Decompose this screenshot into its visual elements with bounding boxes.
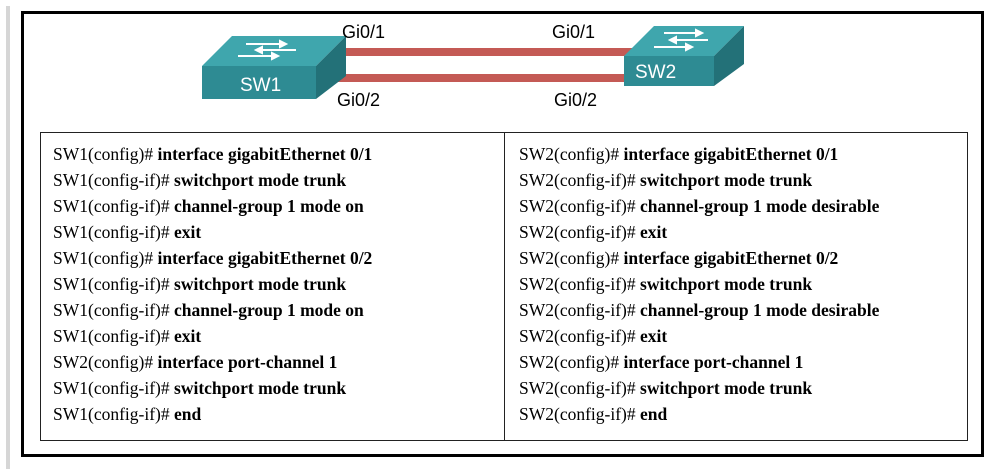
- cli-command: switchport mode trunk: [640, 170, 813, 190]
- sw1-config-line: SW2(config)# interface port-channel 1: [53, 349, 504, 375]
- topology-drawing: SW1 SW2: [202, 26, 744, 99]
- cli-command: exit: [640, 222, 668, 242]
- link-gi02: [332, 74, 642, 82]
- sw1-config-line: SW1(config-if)# exit: [53, 323, 504, 349]
- cli-prompt: SW1(config)#: [53, 144, 158, 164]
- cli-command: interface gigabitEthernet 0/1: [623, 144, 839, 164]
- sw1-config-line: SW1(config-if)# end: [53, 401, 504, 427]
- cli-command: switchport mode trunk: [174, 378, 347, 398]
- sw1-port-gi02: Gi0/2: [337, 90, 381, 110]
- cli-command: channel-group 1 mode on: [174, 300, 364, 320]
- sw1-config-line: SW1(config)# interface gigabitEthernet 0…: [53, 141, 504, 167]
- switch-sw1[interactable]: SW1: [202, 36, 346, 99]
- sw1-port-gi01: Gi0/1: [342, 22, 386, 42]
- sw2-config-column: SW2(config)# interface gigabitEthernet 0…: [504, 133, 967, 440]
- cli-prompt: SW2(config)#: [53, 352, 158, 372]
- sw2-config-line: SW2(config-if)# exit: [519, 219, 967, 245]
- cli-prompt: SW1(config-if)#: [53, 274, 175, 294]
- sw1-config-line: SW1(config-if)# channel-group 1 mode on: [53, 193, 504, 219]
- cli-command: interface gigabitEthernet 0/1: [157, 144, 373, 164]
- cli-command: interface gigabitEthernet 0/2: [623, 248, 839, 268]
- sw2-config-line: SW2(config)# interface gigabitEthernet 0…: [519, 141, 967, 167]
- sw2-config-line: SW2(config-if)# exit: [519, 323, 967, 349]
- cli-prompt: SW2(config-if)#: [519, 378, 641, 398]
- cli-prompt: SW2(config-if)#: [519, 300, 641, 320]
- sw2-side-face: [714, 26, 744, 86]
- cli-prompt: SW1(config-if)#: [53, 300, 175, 320]
- cli-prompt: SW2(config-if)#: [519, 274, 641, 294]
- sw1-config-line: SW1(config-if)# switchport mode trunk: [53, 271, 504, 297]
- cli-prompt: SW1(config-if)#: [53, 222, 175, 242]
- cli-command: exit: [174, 222, 202, 242]
- sw2-config-line: SW2(config-if)# end: [519, 401, 967, 427]
- sw2-port-gi01: Gi0/1: [552, 22, 596, 42]
- sw1-config-line: SW1(config)# interface gigabitEthernet 0…: [53, 245, 504, 271]
- sw1-config-line: SW1(config-if)# switchport mode trunk: [53, 375, 504, 401]
- sw2-config-line: SW2(config-if)# switchport mode trunk: [519, 375, 967, 401]
- config-table: SW1(config)# interface gigabitEthernet 0…: [40, 132, 968, 441]
- cli-command: interface gigabitEthernet 0/2: [157, 248, 373, 268]
- cli-command: interface port-channel 1: [623, 352, 804, 372]
- cli-command: channel-group 1 mode desirable: [640, 196, 880, 216]
- cli-command: switchport mode trunk: [174, 274, 347, 294]
- cli-prompt: SW1(config-if)#: [53, 196, 175, 216]
- cli-prompt: SW2(config-if)#: [519, 170, 641, 190]
- sw1-arrows-icon: [238, 39, 296, 61]
- cli-command: exit: [640, 326, 668, 346]
- cli-prompt: SW2(config-if)#: [519, 404, 641, 424]
- sw2-front-face: [624, 56, 714, 86]
- sw1-config-line: SW1(config-if)# exit: [53, 219, 504, 245]
- cli-prompt: SW1(config-if)#: [53, 404, 175, 424]
- sw2-config-line: SW2(config-if)# channel-group 1 mode des…: [519, 193, 967, 219]
- sw2-config-line: SW2(config)# interface port-channel 1: [519, 349, 967, 375]
- cli-prompt: SW2(config-if)#: [519, 222, 641, 242]
- cli-prompt: SW2(config)#: [519, 248, 624, 268]
- cli-command: end: [174, 404, 202, 424]
- link-gi01: [334, 48, 644, 56]
- topology: SW1 SW2 Gi0/1 Gi0/2 Gi0/1 Gi0/2: [24, 14, 981, 134]
- cli-command: interface port-channel 1: [157, 352, 338, 372]
- cli-command: channel-group 1 mode desirable: [640, 300, 880, 320]
- sw1-config-column: SW1(config)# interface gigabitEthernet 0…: [41, 133, 504, 440]
- sw2-port-gi02: Gi0/2: [554, 90, 598, 110]
- sw2-config-line: SW2(config)# interface gigabitEthernet 0…: [519, 245, 967, 271]
- cli-command: exit: [174, 326, 202, 346]
- left-edge-bar: [6, 6, 10, 469]
- cli-prompt: SW2(config)#: [519, 352, 624, 372]
- cli-command: channel-group 1 mode on: [174, 196, 364, 216]
- figure-frame: SW1 SW2 Gi0/1 Gi0/2 Gi0/1 Gi0/2 SW1(conf…: [21, 11, 984, 457]
- cli-prompt: SW2(config)#: [519, 144, 624, 164]
- cli-prompt: SW2(config-if)#: [519, 196, 641, 216]
- sw2-label: SW2: [635, 62, 676, 83]
- sw1-front-face: [202, 66, 316, 99]
- sw2-config-line: SW2(config-if)# switchport mode trunk: [519, 271, 967, 297]
- sw2-arrows-icon: [654, 28, 708, 52]
- sw1-config-line: SW1(config-if)# switchport mode trunk: [53, 167, 504, 193]
- sw2-config-line: SW2(config-if)# channel-group 1 mode des…: [519, 297, 967, 323]
- cli-prompt: SW1(config)#: [53, 248, 158, 268]
- sw1-config-line: SW1(config-if)# channel-group 1 mode on: [53, 297, 504, 323]
- cli-prompt: SW1(config-if)#: [53, 170, 175, 190]
- cli-command: switchport mode trunk: [640, 274, 813, 294]
- cli-command: end: [640, 404, 668, 424]
- sw1-label: SW1: [240, 75, 281, 96]
- sw1-side-face: [316, 36, 346, 99]
- cli-prompt: SW1(config-if)#: [53, 326, 175, 346]
- sw2-config-line: SW2(config-if)# switchport mode trunk: [519, 167, 967, 193]
- switch-sw2[interactable]: SW2: [624, 26, 744, 86]
- cli-prompt: SW1(config-if)#: [53, 378, 175, 398]
- cli-command: switchport mode trunk: [640, 378, 813, 398]
- cli-prompt: SW2(config-if)#: [519, 326, 641, 346]
- cli-command: switchport mode trunk: [174, 170, 347, 190]
